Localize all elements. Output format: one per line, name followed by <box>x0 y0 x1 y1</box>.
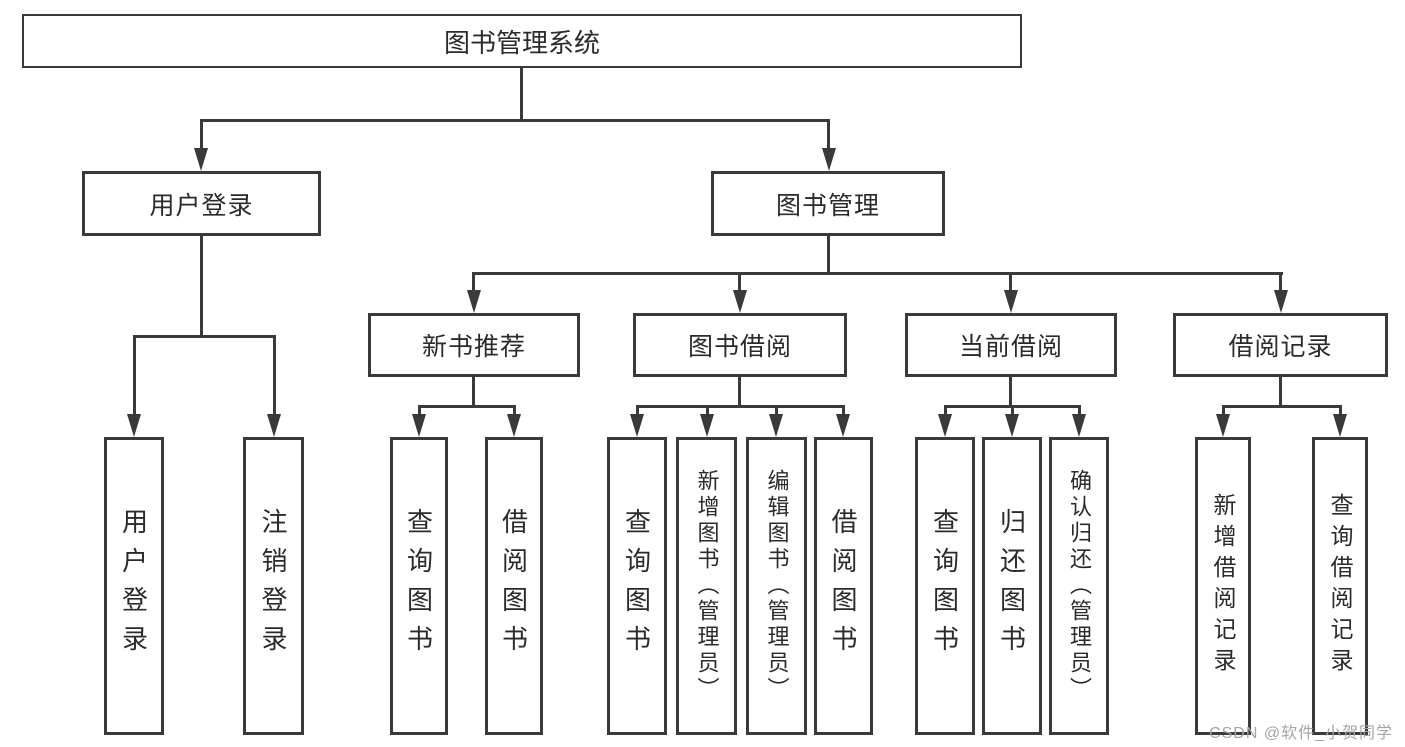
arrow-down-icon <box>1072 414 1086 437</box>
connector <box>1011 405 1014 419</box>
arrow-down-icon <box>1333 414 1347 437</box>
node-book-management: 图书管理 <box>711 171 945 236</box>
connector <box>775 405 778 419</box>
connector <box>1222 405 1342 408</box>
arrow-down-icon <box>630 414 644 437</box>
connector <box>200 236 203 338</box>
connector <box>706 405 709 419</box>
arrow-down-icon <box>836 414 850 437</box>
connector <box>520 68 523 121</box>
leaf-borrow-books: 借阅图书 <box>814 437 873 735</box>
connector <box>1078 405 1081 419</box>
arrow-down-icon <box>1004 290 1018 313</box>
connector <box>133 335 276 338</box>
connector <box>1009 272 1012 294</box>
connector <box>1222 405 1225 419</box>
arrow-down-icon <box>769 414 783 437</box>
node-current-borrow: 当前借阅 <box>905 313 1117 377</box>
connector <box>472 272 475 294</box>
connector <box>418 405 421 419</box>
leaf-add-books-admin: 新增图书（管理员） <box>676 437 737 735</box>
node-library-system: 图书管理系统 <box>22 14 1022 68</box>
arrow-down-icon <box>467 290 481 313</box>
node-book-borrow: 图书借阅 <box>633 313 847 377</box>
leaf-query-books: 查询图书 <box>607 437 667 735</box>
arrow-down-icon <box>267 414 281 437</box>
arrow-down-icon <box>194 148 208 171</box>
leaf-return-books: 归还图书 <box>982 437 1042 735</box>
leaf-query-books-recommend: 查询图书 <box>390 437 448 735</box>
arrow-down-icon <box>822 148 836 171</box>
connector <box>1279 377 1282 408</box>
arrow-down-icon <box>733 290 747 313</box>
connector <box>827 119 830 152</box>
leaf-edit-books-admin: 编辑图书（管理员） <box>746 437 807 735</box>
connector <box>273 335 276 415</box>
connector <box>1009 377 1012 408</box>
leaf-query-books-current: 查询图书 <box>915 437 975 735</box>
leaf-confirm-return-admin: 确认归还（管理员） <box>1049 437 1109 735</box>
connector <box>418 405 516 408</box>
leaf-borrow-books-recommend: 借阅图书 <box>485 437 543 735</box>
node-user-login: 用户登录 <box>82 171 321 236</box>
connector <box>133 335 136 415</box>
connector <box>944 405 947 419</box>
leaf-add-borrow-record: 新增借阅记录 <box>1195 437 1251 735</box>
csdn-watermark: CSDN @软件_小贺同学 <box>1209 725 1393 742</box>
connector <box>200 119 203 152</box>
connector <box>842 405 845 419</box>
connector <box>738 377 741 408</box>
connector <box>1339 405 1342 419</box>
connector <box>636 405 639 419</box>
leaf-query-borrow-record: 查询借阅记录 <box>1312 437 1368 735</box>
connector <box>738 272 741 294</box>
arrow-down-icon <box>938 414 952 437</box>
arrow-down-icon <box>700 414 714 437</box>
leaf-logout: 注销登录 <box>243 437 304 735</box>
arrow-down-icon <box>507 414 521 437</box>
connector <box>1279 272 1282 294</box>
connector <box>472 272 1283 275</box>
connector <box>827 236 830 275</box>
node-borrow-records: 借阅记录 <box>1173 313 1388 377</box>
arrow-down-icon <box>127 414 141 437</box>
arrow-down-icon <box>412 414 426 437</box>
connector <box>200 119 830 122</box>
arrow-down-icon <box>1274 290 1288 313</box>
connector <box>513 405 516 419</box>
arrow-down-icon <box>1005 414 1019 437</box>
connector <box>472 377 475 408</box>
arrow-down-icon <box>1216 414 1230 437</box>
node-new-book-recommend: 新书推荐 <box>368 313 580 377</box>
connector <box>636 405 845 408</box>
leaf-user-login: 用户登录 <box>104 437 164 735</box>
